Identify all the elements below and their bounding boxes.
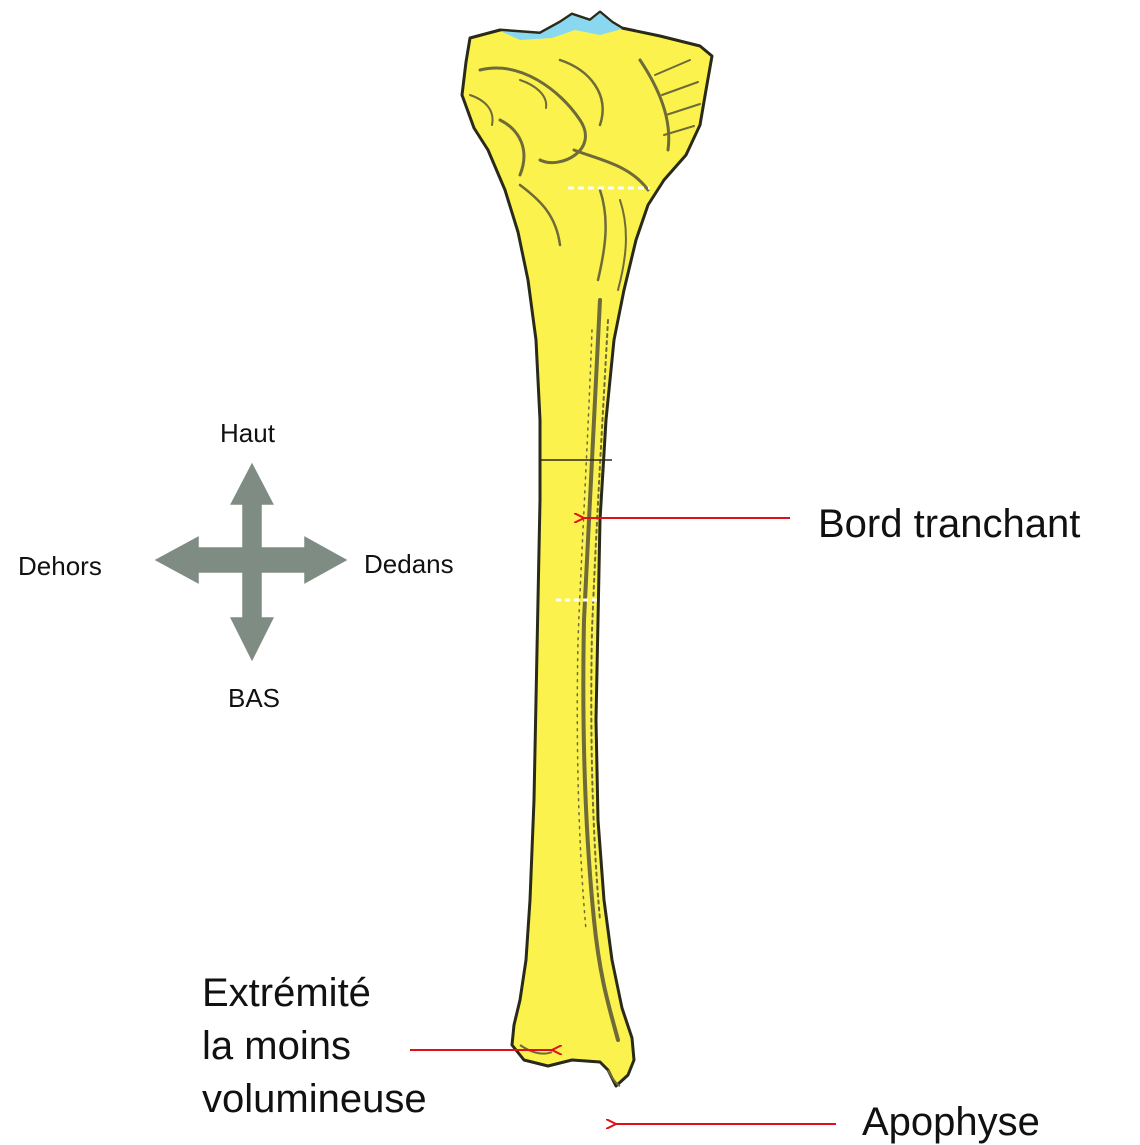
orientation-cross-icon — [152, 460, 350, 664]
label-extremite-line1: Extrémité — [202, 967, 371, 1019]
orientation-label-dehors: Dehors — [18, 553, 102, 579]
label-extremite-line3: volumineuse — [202, 1073, 427, 1125]
orientation-label-bas: BAS — [228, 685, 280, 711]
tibia-bone-icon — [462, 12, 712, 1086]
label-bord-tranchant: Bord tranchant — [818, 504, 1080, 544]
label-apophyse: Apophyse — [862, 1102, 1040, 1142]
orientation-label-haut: Haut — [220, 420, 275, 446]
label-extremite-line2: la moins — [202, 1020, 351, 1072]
orientation-label-dedans: Dedans — [364, 551, 454, 577]
